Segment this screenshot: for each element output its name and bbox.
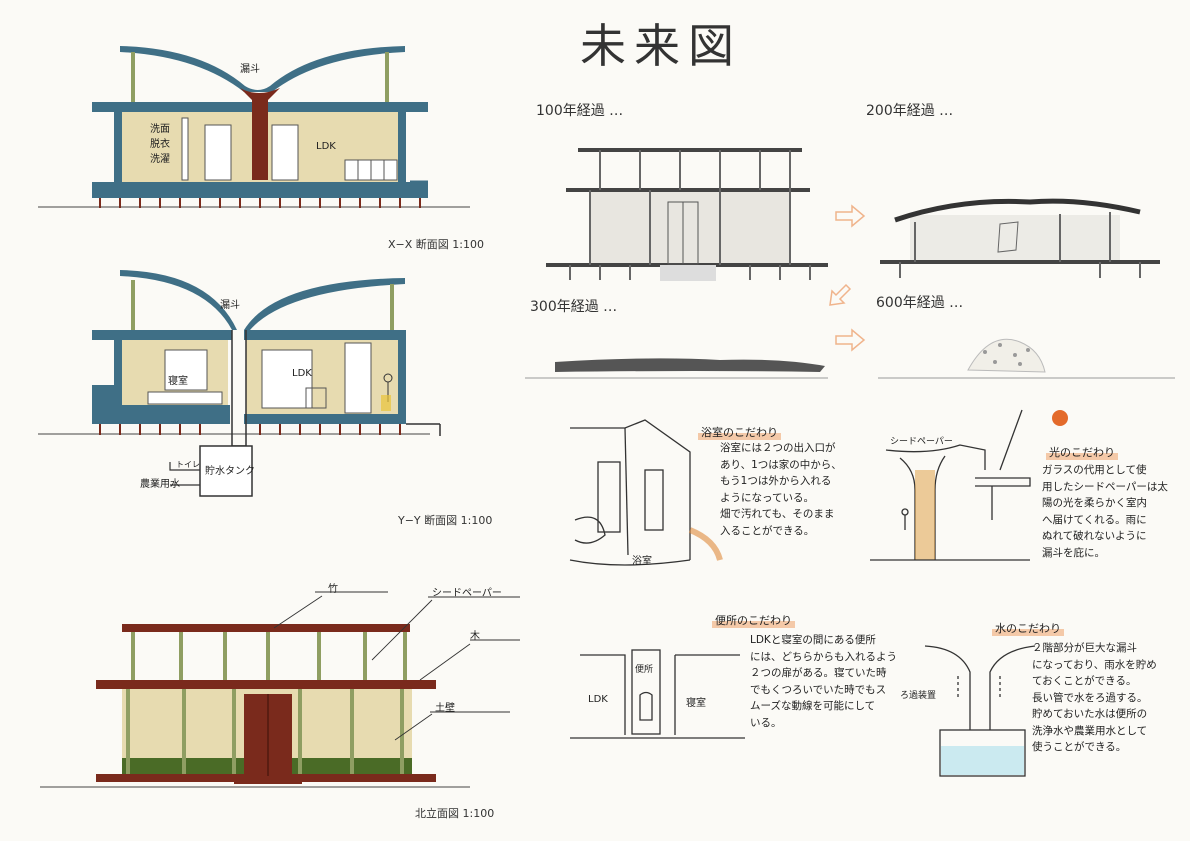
callout-wood: 木 (470, 631, 480, 642)
toilet-detail-sketch (570, 649, 745, 739)
light-sketch-label: シードペーパー (890, 437, 953, 447)
yy-section-drawing (38, 270, 441, 497)
yy-section-caption: Y−Y 断面図 1:100 (398, 514, 493, 527)
xx-funnel-label: 漏斗 (240, 64, 260, 75)
future-stage-300-drawing (525, 358, 828, 379)
bath-detail-sketch (569, 419, 723, 566)
xx-room-label: 洗面 脱衣 洗濯 (150, 124, 170, 165)
toilet-note-text: LDKと寝室の間にある便所 には、どちらからも入れるよう ２つの扉がある。寝てい… (750, 634, 897, 729)
bath-sketch-label: 浴室 (632, 556, 652, 567)
water-note-text: ２階部分が巨大な漏斗 になっており、雨水を貯め ておくことができる。 長い管で水… (1032, 642, 1157, 753)
yy-funnel-label: 漏斗 (220, 300, 240, 311)
light-note-title: 光のこだわり (1046, 444, 1118, 460)
callout-seed-paper: シードペーパー (432, 588, 502, 599)
yy-tank-label: 貯水タンク (205, 466, 255, 477)
callout-earth-wall: 土壁 (435, 703, 455, 714)
toilet-note-title: 便所のこだわり (712, 612, 795, 628)
water-sketch-label: ろ過装置 (900, 691, 937, 701)
xx-ldk-label: LDK (316, 141, 336, 152)
page-title: 未来図 (580, 19, 742, 73)
future-stage-200-drawing (880, 198, 1160, 278)
stage-arrows (829, 204, 866, 352)
stage-label-600: 600年経過 … (876, 295, 964, 311)
stage-label-200: 200年経過 … (866, 103, 954, 119)
light-note-text: ガラスの代用として使 用したシードペーパーは太 陽の光を柔らかく室内 へ届けてく… (1042, 464, 1168, 559)
bath-note-title: 浴室のこだわり (698, 424, 781, 440)
north-elevation-drawing (40, 591, 520, 788)
light-detail-sketch (870, 409, 1068, 561)
yy-farm-label: 農業用水 (140, 479, 180, 490)
stage-label-100: 100年経過 … (536, 103, 624, 119)
toilet-sketch-label-bedroom: 寝室 (686, 698, 706, 709)
bath-note-text: 浴室には２つの出入口が あり、1つは家の中から、 もう1つは外から入れる ように… (720, 442, 842, 537)
toilet-sketch-label-ldk: LDK (588, 694, 608, 705)
yy-toilet-label: トイレ (176, 460, 200, 469)
xx-section-drawing (38, 46, 470, 208)
north-elevation-caption: 北立面図 1:100 (415, 807, 495, 820)
callout-bamboo: 竹 (328, 584, 338, 595)
yy-bedroom-label: 寝室 (168, 376, 188, 387)
stage-label-300: 300年経過 … (530, 299, 618, 315)
yy-ldk-label: LDK (292, 368, 312, 379)
toilet-sketch-label-toilet: 便所 (635, 665, 654, 675)
water-note-title: 水のこだわり (992, 620, 1064, 636)
future-stage-600-drawing (878, 338, 1175, 379)
xx-section-caption: X−X 断面図 1:100 (388, 238, 484, 251)
water-detail-sketch (924, 645, 1036, 777)
future-stage-100-drawing (546, 148, 828, 281)
